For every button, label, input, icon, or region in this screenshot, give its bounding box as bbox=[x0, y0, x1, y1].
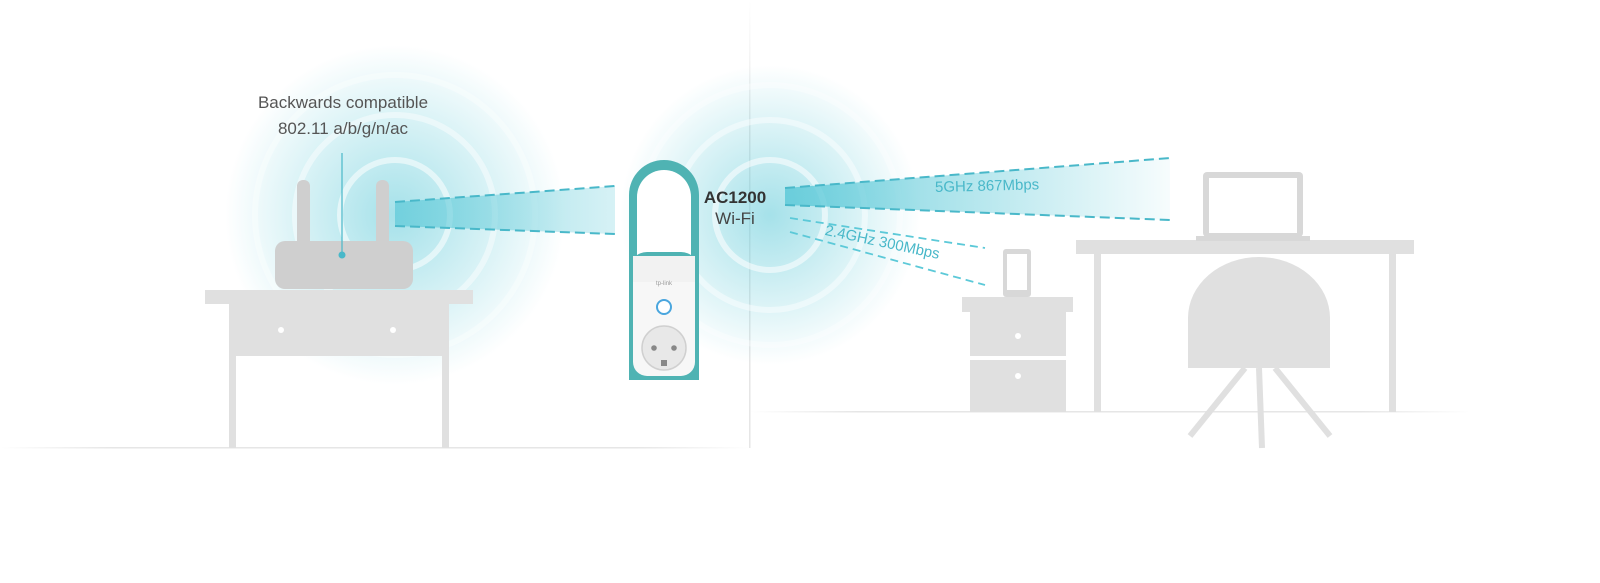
extender-tech: Wi-Fi bbox=[715, 209, 755, 228]
nightstand bbox=[962, 297, 1073, 412]
chair bbox=[1187, 257, 1333, 449]
beam-5ghz bbox=[784, 157, 1171, 221]
band-5ghz-label: 5GHz 867Mbps bbox=[934, 176, 1040, 196]
wps-button bbox=[656, 299, 672, 315]
compat-line-1: Backwards compatible bbox=[257, 93, 429, 112]
router-to-extender-beam bbox=[394, 185, 616, 235]
beam-24ghz bbox=[789, 217, 986, 286]
router-table bbox=[205, 290, 473, 448]
smartphone bbox=[1003, 249, 1031, 297]
power-socket bbox=[641, 325, 687, 371]
router bbox=[275, 153, 413, 289]
compat-line-2: 802.11 a/b/g/n/ac bbox=[277, 119, 409, 138]
extender-speed-class: AC1200 bbox=[703, 188, 767, 207]
laptop bbox=[1196, 172, 1310, 241]
router-compat-label: Backwards compatible 802.11 a/b/g/n/ac bbox=[243, 90, 443, 142]
extender-logo: tp-link bbox=[656, 281, 673, 287]
desk bbox=[1076, 240, 1414, 412]
range-extender: tp-link bbox=[629, 160, 699, 380]
